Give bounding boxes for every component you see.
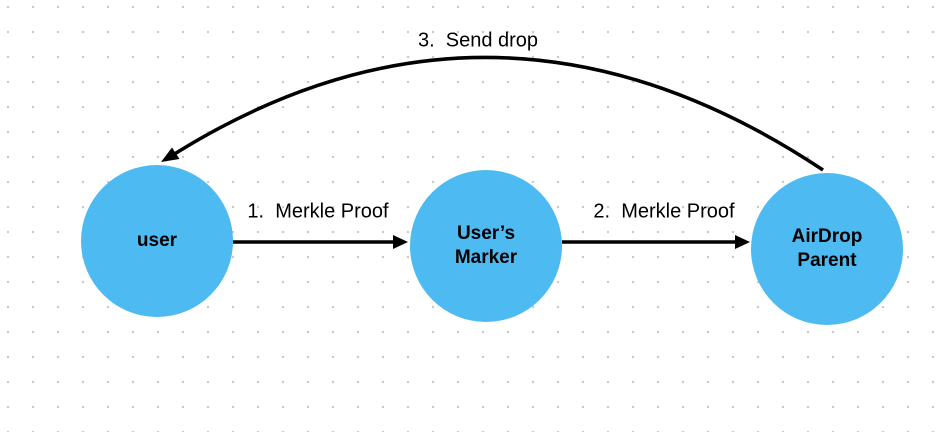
edge-send-drop[interactable] [164,55,824,172]
arrowhead-send-drop-icon [161,147,180,162]
arrowhead-merkle-proof-1-icon [393,235,408,249]
arrowhead-merkle-proof-2-icon [735,235,750,249]
node-users-marker-label: User’s Marker [454,223,518,268]
node-users-marker[interactable]: User’s Marker [410,170,562,322]
node-airdrop-parent[interactable]: AirDrop Parent [751,173,903,325]
node-airdrop-parent-label: AirDrop Parent [791,226,863,271]
edge-label-merkle-proof-1: 1. Merkle Proof [247,200,389,223]
node-user-label: user [136,230,178,251]
node-user[interactable]: user [81,165,233,317]
edge-label-merkle-proof-2: 2. Merkle Proof [593,200,735,223]
edge-label-send-drop: 3. Send drop [417,29,539,52]
